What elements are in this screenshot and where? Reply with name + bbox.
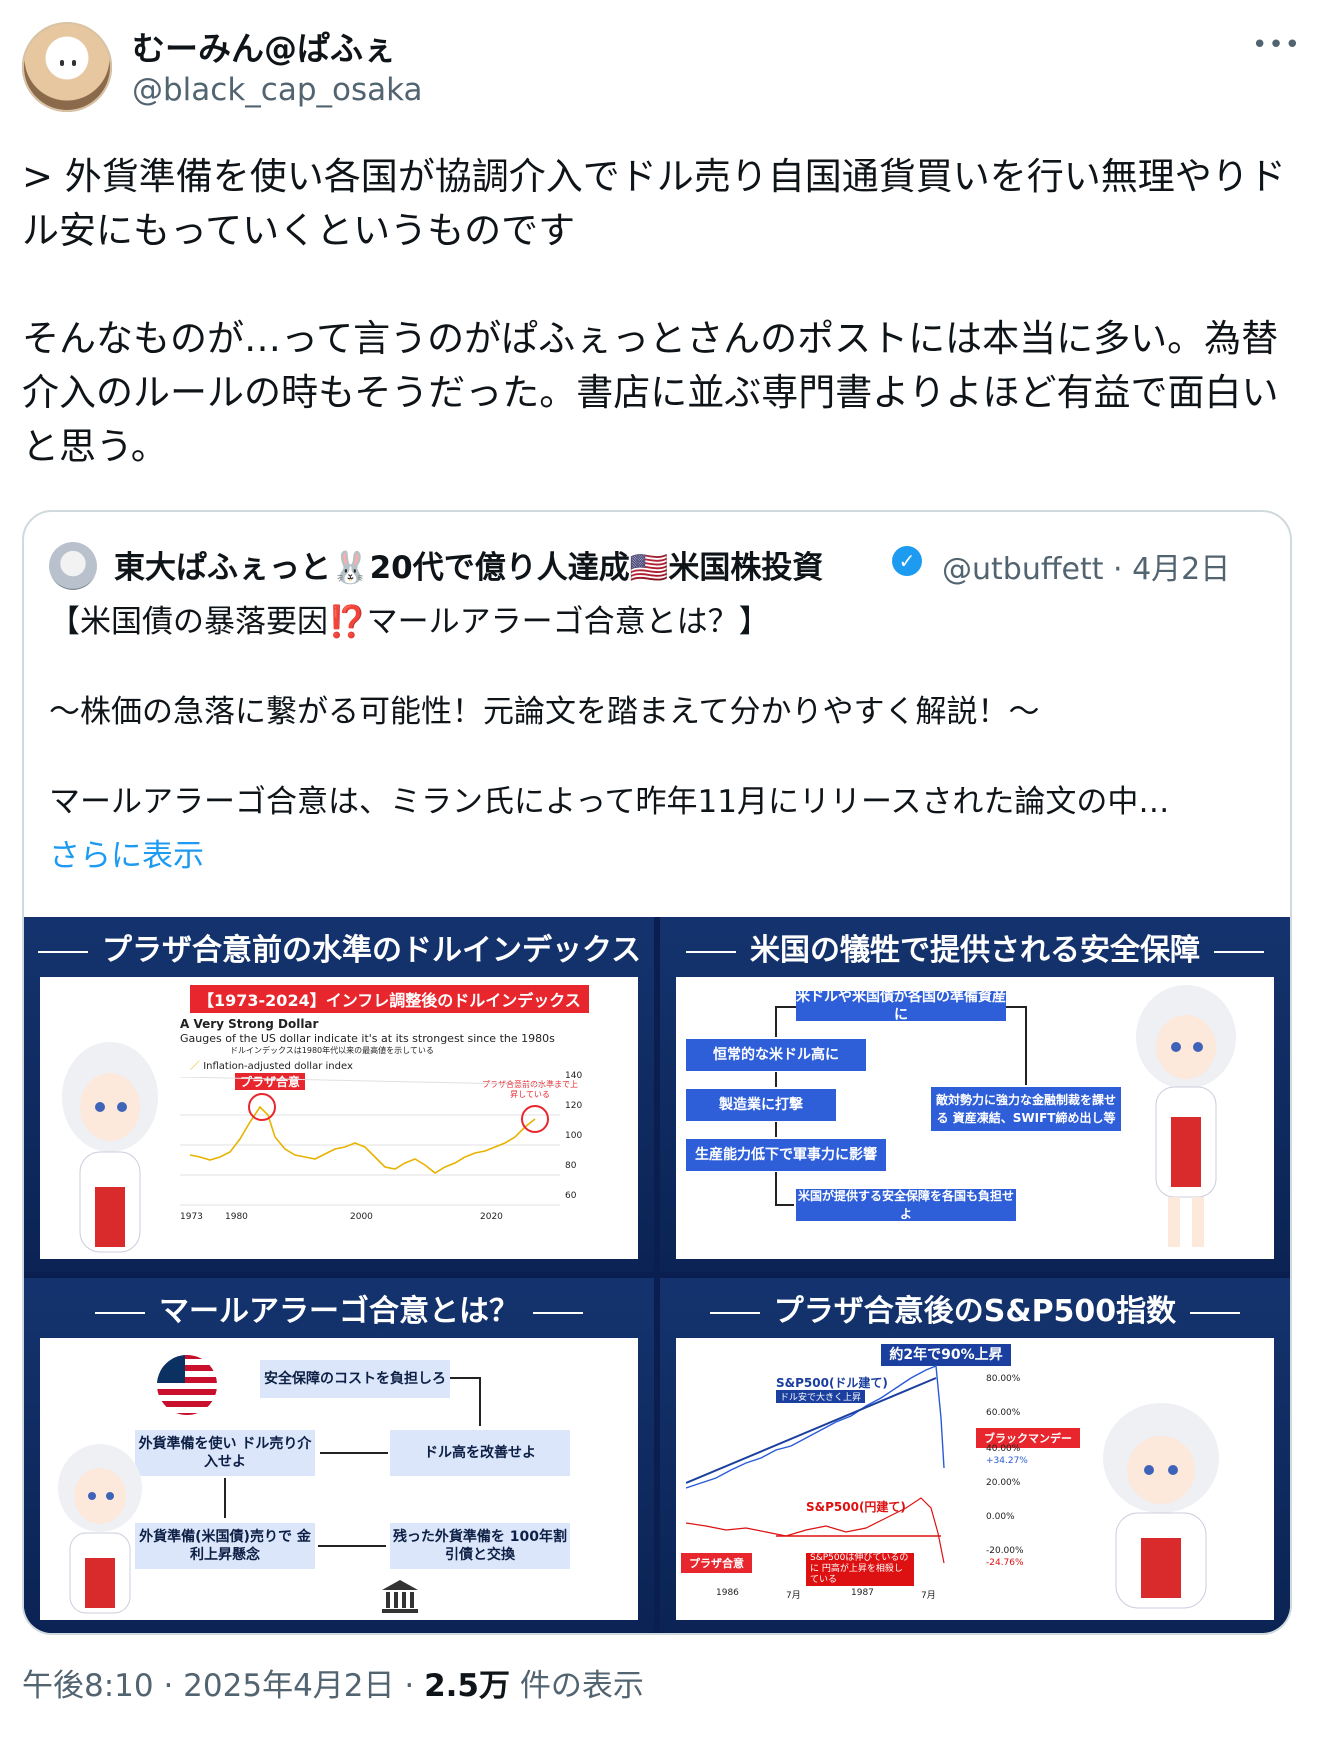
chart-subheading: Gauges of the US dollar indicate it's at… [180, 1032, 555, 1045]
view-count-label: 件の表示 [510, 1668, 644, 1704]
panel-content: 【1973-2024】インフレ調整後のドルインデックス A Very Stron… [40, 977, 638, 1259]
jpy-series-line [686, 1497, 945, 1564]
x-tick: 1980 [225, 1212, 248, 1222]
post-meta: 午後8:10 · 2025年4月2日 · 2.5万 件の表示 [22, 1660, 644, 1705]
flow-arrows [224, 1377, 481, 1547]
image-dollar-index[interactable]: プラザ合意前の水準のドルインデックス 【1973-2024】インフレ調整後のドル… [24, 917, 654, 1272]
avatar-eye [72, 60, 76, 66]
y-tick: 100 [565, 1131, 583, 1141]
more-options-icon[interactable]: ••• [1252, 30, 1302, 60]
panel-content: 約2年で90%上昇 S&P500(ドル建て) ドル安で大きく上昇 S&P500(… [676, 1338, 1274, 1620]
series-jpy-label: S&P500(円建て) [806, 1500, 906, 1514]
x-tick: 1987 [851, 1588, 874, 1598]
jpy-value: -24.76% [986, 1558, 1024, 1568]
chart-legend: ／ Inflation-adjusted dollar index [190, 1057, 353, 1072]
y-tick: 40.00% [986, 1444, 1021, 1454]
quoted-post-text: 【米国債の暴落要因⁉️マールアラーゴ合意とは？】 ～株価の急落に繋がる可能性！元… [49, 604, 1170, 820]
attached-image-grid[interactable]: プラザ合意前の水準のドルインデックス 【1973-2024】インフレ調整後のドル… [24, 917, 1290, 1633]
flow-box: 米国が提供する安全保障を各国も負担せよ [796, 1189, 1016, 1221]
panel-title: マールアラーゴ合意とは？ [24, 1286, 654, 1330]
flow-box: 外貨準備を使い ドル売り介入せよ [135, 1430, 315, 1476]
legend-label: Inflation-adjusted dollar index [203, 1061, 353, 1072]
chart-banner: 【1973-2024】インフレ調整後のドルインデックス [190, 985, 589, 1013]
view-count: 2.5万 [424, 1668, 510, 1704]
bank-icon [382, 1580, 418, 1613]
x-tick: 7月 [921, 1591, 936, 1601]
flow-box: 生産能力低下で軍事力に影響 [686, 1139, 886, 1171]
panel-title: プラザ合意後のS&P500指数 [660, 1286, 1290, 1330]
y-tick: 60.00% [986, 1408, 1021, 1418]
y-tick: 120 [565, 1101, 583, 1111]
post-text: > 外貨準備を使い各国が協調介入でドル売り自国通貨買いを行い無理やりドル安にもっ… [22, 155, 1286, 468]
sp500-chart [686, 1365, 945, 1564]
flow-box: 恒常的な米ドル高に [686, 1039, 866, 1071]
verified-badge-icon: ✓ [892, 546, 922, 576]
x-tick: 2020 [480, 1212, 503, 1222]
author-handle[interactable]: @black_cap_osaka [132, 72, 423, 108]
usd-value: +34.27% [986, 1456, 1028, 1466]
chart-jp-subheading: ドルインデックスは1980年代以来の最高値を示している [230, 1046, 434, 1055]
flow-box: 製造業に打撃 [686, 1089, 836, 1121]
y-tick: 0.00% [986, 1512, 1015, 1522]
avatar-face [52, 50, 82, 76]
dollar-index-chart [180, 1077, 561, 1206]
y-tick: 20.00% [986, 1478, 1021, 1488]
anime-character-illustration [58, 1444, 142, 1614]
flow-arrows [775, 1006, 1027, 1206]
y-tick: 140 [565, 1071, 583, 1081]
show-more-link[interactable]: さらに表示 [49, 838, 204, 874]
image-sp500[interactable]: プラザ合意後のS&P500指数 約2年で90%上昇 S&P500(ドル建て) ド… [660, 1278, 1290, 1633]
usd-series-line [686, 1365, 945, 1489]
y-tick: 60 [565, 1191, 577, 1201]
recent-highlight [521, 1105, 549, 1133]
black-monday-label: ブラックマンデー [976, 1428, 1080, 1448]
flow-box: 安全保障のコストを負担しろ [260, 1360, 450, 1398]
gain-banner: 約2年で90%上昇 [881, 1344, 1011, 1366]
flow-box: ドル高を改善せよ [390, 1430, 570, 1476]
panel-title: 米国の犠牲で提供される安全保障 [660, 925, 1290, 969]
series-usd-note: ドル安で大きく上昇 [776, 1390, 866, 1403]
y-tick: 80 [565, 1161, 577, 1171]
image-security[interactable]: 米国の犠牲で提供される安全保障 米ドルや米国債が各国の準備資産に 恒常的な米ドル… [660, 917, 1290, 1272]
x-tick: 1973 [180, 1212, 203, 1222]
anime-character-illustration [62, 1042, 158, 1253]
x-tick: 1986 [716, 1588, 739, 1598]
chart-heading: A Very Strong Dollar [180, 1017, 319, 1031]
panel-content: 米ドルや米国債が各国の準備資産に 恒常的な米ドル高に 製造業に打撃 生産能力低下… [676, 977, 1274, 1259]
x-tick: 7月 [786, 1591, 801, 1601]
x-tick: 2000 [350, 1212, 373, 1222]
plaza-label: プラザ合意 [681, 1553, 752, 1573]
panel-title: プラザ合意前の水準のドルインデックス [24, 925, 654, 969]
panel-content: 安全保障のコストを負担しろ ドル高を改善せよ 外貨準備を使い ドル売り介入せよ … [40, 1338, 638, 1620]
author-avatar[interactable] [22, 22, 112, 112]
series-usd-label: S&P500(ドル建て) [776, 1376, 888, 1390]
quoted-author-name[interactable]: 東大ぱふぇっと🐰20代で億り人達成🇺🇸米国株投資 [114, 550, 824, 586]
avatar-eye [60, 60, 64, 66]
flow-box: 敵対勢力に強力な金融制裁を課せる 資産凍結、SWIFT締め出し等 [931, 1087, 1121, 1131]
quoted-author-handle[interactable]: @utbuffett · 4月2日 [942, 552, 1231, 587]
anime-character-illustration [1103, 1403, 1219, 1609]
quoted-post[interactable]: 東大ぱふぇっと🐰20代で億り人達成🇺🇸米国株投資 ✓ @utbuffett · … [22, 510, 1292, 1635]
flow-box: 米ドルや米国債が各国の準備資産に [796, 989, 1006, 1023]
author-display-name[interactable]: むーみん@ぱふぇ [132, 29, 396, 68]
y-tick: 80.00% [986, 1374, 1021, 1384]
note-label: S&P500は伸びているのに 円高が上昇を相殺している [806, 1553, 914, 1586]
post-timestamp[interactable]: 午後8:10 · 2025年4月2日 · [22, 1668, 425, 1704]
flow-box: 外貨準備(米国債)売りで 金利上昇懸念 [135, 1523, 315, 1569]
flow-box: 残った外貨準備を 100年割引債と交換 [390, 1523, 570, 1569]
image-mar-a-lago[interactable]: マールアラーゴ合意とは？ 安全保障のコストを負担しろ [24, 1278, 654, 1633]
quoted-author-avatar[interactable] [49, 542, 97, 590]
legend-swatch: ／ [190, 1061, 200, 1072]
trend-arrow [686, 1377, 937, 1484]
plaza-highlight [248, 1093, 276, 1121]
dollar-index-line [189, 1105, 536, 1174]
y-tick: -20.00% [986, 1546, 1024, 1556]
anime-character-illustration [1136, 985, 1236, 1247]
us-flag-icon [157, 1355, 217, 1415]
